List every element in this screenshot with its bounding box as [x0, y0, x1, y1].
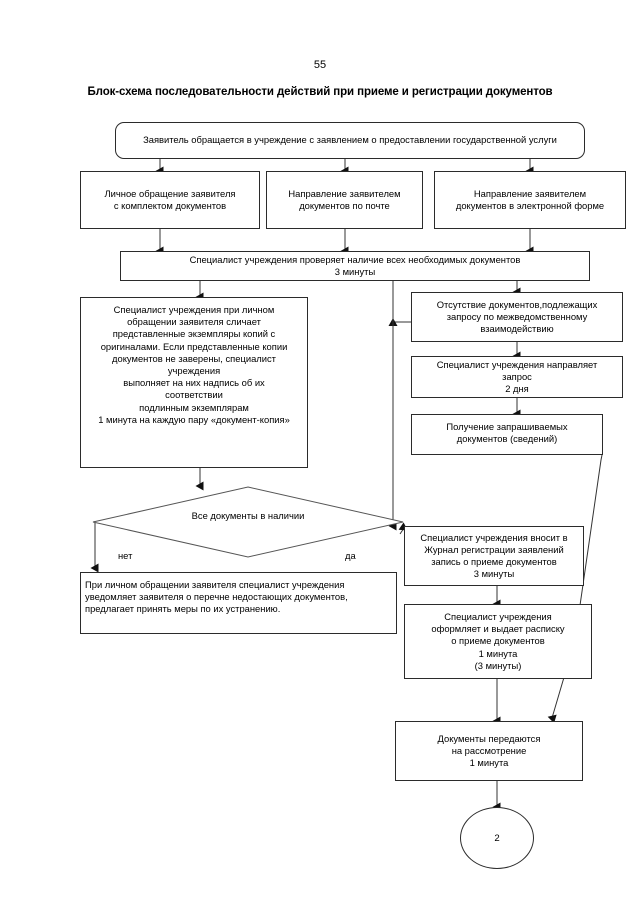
node-issue-receipt[interactable]: Специалист учреждения оформляет и выдает…	[404, 604, 592, 679]
node-notify-applicant-label: При личном обращении заявителя специалис…	[85, 579, 348, 615]
node-decision-all-documents[interactable]: Все документы в наличии	[92, 486, 404, 558]
node-connector-2-label: 2	[494, 832, 500, 844]
node-connector-2[interactable]: 2	[460, 807, 534, 869]
node-compare-copies-label: Специалист учреждения при личном обращен…	[98, 304, 290, 425]
node-personal-visit[interactable]: Личное обращение заявителя с комплектом …	[80, 171, 260, 229]
node-decision-label: Все документы в наличии	[191, 510, 305, 521]
edge-label-yes: да	[345, 550, 356, 561]
node-transfer-documents-label: Документы передаются на рассмотрение 1 м…	[437, 732, 541, 769]
node-receive-documents[interactable]: Получение запрашиваемых документов (свед…	[411, 414, 603, 455]
node-by-mail-label: Направление заявителем документов по поч…	[288, 187, 401, 211]
node-start[interactable]: Заявитель обращается в учреждение с заяв…	[115, 122, 585, 159]
node-notify-applicant[interactable]: При личном обращении заявителя специалис…	[80, 572, 397, 634]
node-check-documents-label: Специалист учреждения проверяет наличие …	[189, 253, 521, 277]
node-by-mail[interactable]: Направление заявителем документов по поч…	[266, 171, 423, 229]
page-title: Блок-схема последовательности действий п…	[87, 86, 553, 98]
node-check-documents[interactable]: Специалист учреждения проверяет наличие …	[120, 251, 590, 281]
page-number: 55	[313, 59, 327, 71]
node-receive-documents-label: Получение запрашиваемых документов (свед…	[446, 421, 568, 445]
node-issue-receipt-label: Специалист учреждения оформляет и выдает…	[431, 610, 565, 671]
node-send-request-label: Специалист учреждения направляет запрос …	[436, 358, 598, 395]
node-journal-registration-label: Специалист учреждения вносит в Журнал ре…	[420, 531, 568, 580]
edge-label-no: нет	[118, 550, 133, 561]
node-journal-registration[interactable]: Специалист учреждения вносит в Журнал ре…	[404, 526, 584, 586]
node-compare-copies[interactable]: Специалист учреждения при личном обращен…	[80, 297, 308, 468]
node-start-label: Заявитель обращается в учреждение с заяв…	[143, 134, 557, 146]
node-electronic-form-label: Направление заявителем документов в элек…	[455, 187, 605, 211]
node-missing-documents-label: Отсутствие документов,подлежащих запросу…	[436, 298, 598, 335]
node-missing-documents[interactable]: Отсутствие документов,подлежащих запросу…	[411, 292, 623, 342]
node-electronic-form[interactable]: Направление заявителем документов в элек…	[434, 171, 626, 229]
diamond-shape	[92, 486, 404, 558]
node-transfer-documents[interactable]: Документы передаются на рассмотрение 1 м…	[395, 721, 583, 781]
node-personal-visit-label: Личное обращение заявителя с комплектом …	[104, 187, 236, 211]
node-send-request[interactable]: Специалист учреждения направляет запрос …	[411, 356, 623, 398]
